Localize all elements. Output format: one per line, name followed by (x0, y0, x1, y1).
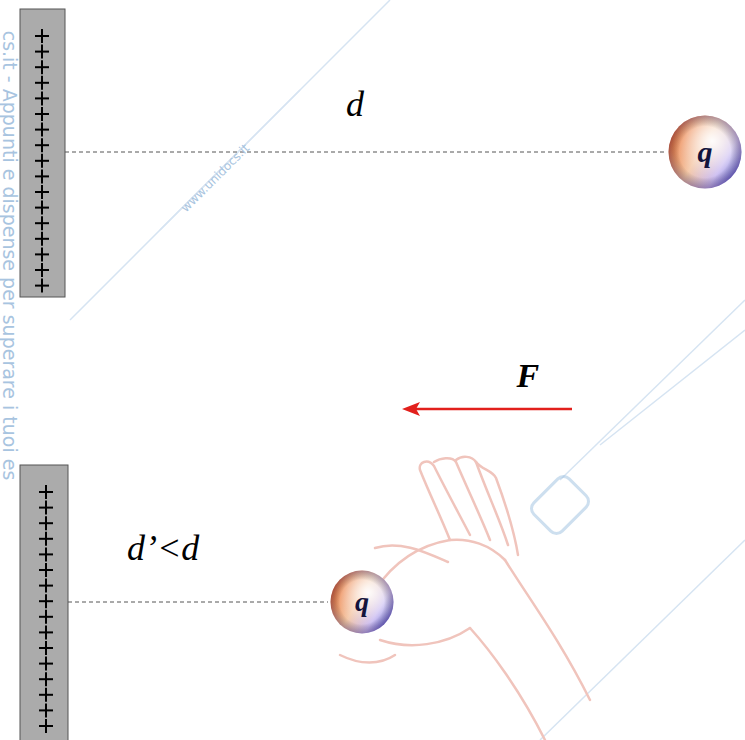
plus-sign (39, 688, 53, 702)
charge-label: q (355, 588, 369, 616)
plus-sign (39, 485, 53, 499)
plus-signs (39, 485, 53, 733)
watermark-logo (528, 473, 592, 537)
plus-sign (39, 703, 53, 717)
plus-sign (39, 579, 53, 593)
plus-sign (35, 60, 49, 74)
distance-label: d (346, 86, 364, 122)
plus-sign (35, 185, 49, 199)
plus-signs (35, 29, 49, 293)
plus-sign (35, 263, 49, 277)
plus-sign (35, 107, 49, 121)
plus-sign (39, 516, 53, 530)
watermark: www.unidocs.it (179, 142, 251, 214)
plus-sign (35, 201, 49, 215)
plus-sign (35, 76, 49, 90)
force-arrowhead (402, 402, 420, 416)
plus-sign (35, 29, 49, 43)
plus-sign (39, 625, 53, 639)
plus-sign (35, 279, 49, 293)
distance-line (68, 602, 328, 603)
charged-plate (20, 9, 65, 297)
plus-sign (35, 91, 49, 105)
plus-sign (35, 123, 49, 137)
plus-sign (35, 154, 49, 168)
plus-sign (35, 45, 49, 59)
plus-sign (39, 719, 53, 733)
charge-sphere: q (668, 115, 742, 189)
watermark: cs.it - Appunti e dispense per superare … (0, 30, 19, 480)
force-label: F (517, 359, 540, 393)
plus-sign (39, 610, 53, 624)
plus-sign (35, 169, 49, 183)
plus-sign (39, 547, 53, 561)
plus-sign (39, 657, 53, 671)
plus-sign (35, 247, 49, 261)
charge-label: q (698, 137, 713, 167)
plus-sign (39, 672, 53, 686)
plus-sign (39, 563, 53, 577)
plus-sign (35, 232, 49, 246)
plus-sign (39, 641, 53, 655)
plus-sign (35, 216, 49, 230)
plus-sign (39, 594, 53, 608)
plus-sign (35, 138, 49, 152)
distance-line (65, 152, 666, 153)
plus-sign (39, 532, 53, 546)
charged-plate (20, 465, 68, 740)
distance-label: d’<d (127, 530, 199, 566)
charge-sphere: q (330, 570, 394, 634)
watermark-lines (70, 0, 745, 740)
plus-sign (39, 501, 53, 515)
force-arrow (414, 408, 572, 411)
